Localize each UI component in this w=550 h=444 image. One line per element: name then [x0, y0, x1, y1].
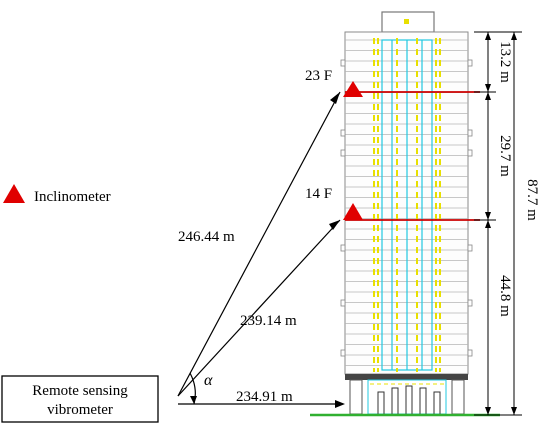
angle-label: α: [204, 372, 213, 389]
height-top-label: 13.2 m: [497, 41, 513, 83]
building-elevation: [310, 11, 500, 417]
legend-inclinometer-label: Inclinometer: [34, 189, 111, 205]
inclinometer-23f-icon: [343, 81, 363, 97]
building-base: [345, 374, 468, 415]
sight-line-23f: [177, 91, 341, 397]
sight-arrowheads: [329, 92, 345, 408]
building-core: [381, 39, 433, 371]
sight-lines: [177, 91, 343, 405]
height-bottom-label: 44.8 m: [497, 275, 513, 317]
inclinometer-14f-icon: [343, 203, 363, 220]
height-dimensions: [474, 31, 522, 416]
floor-14-label: 14 F: [305, 186, 332, 202]
structural-columns: [373, 38, 441, 372]
angle-arrowhead: [190, 396, 197, 404]
side-notches: [340, 59, 473, 357]
vibrometer-box: [1, 375, 159, 423]
distance-horizontal-label: 234.91 m: [236, 389, 293, 405]
rooftop-light: [404, 19, 409, 24]
vibrometer-label-line1: Remote sensing: [32, 383, 128, 399]
dimension-arrowheads: [485, 32, 517, 415]
distance-23f-label: 246.44 m: [178, 229, 235, 245]
distance-14f-label: 239.14 m: [240, 313, 297, 329]
floor-23-label: 23 F: [305, 68, 332, 84]
sight-line-14f: [177, 219, 341, 397]
legend-inclinometer-icon: [3, 184, 25, 203]
height-total-label: 87.7 m: [524, 179, 540, 221]
height-middle-label: 29.7 m: [497, 135, 513, 177]
vibrometer-label-line2: vibrometer: [47, 402, 113, 418]
